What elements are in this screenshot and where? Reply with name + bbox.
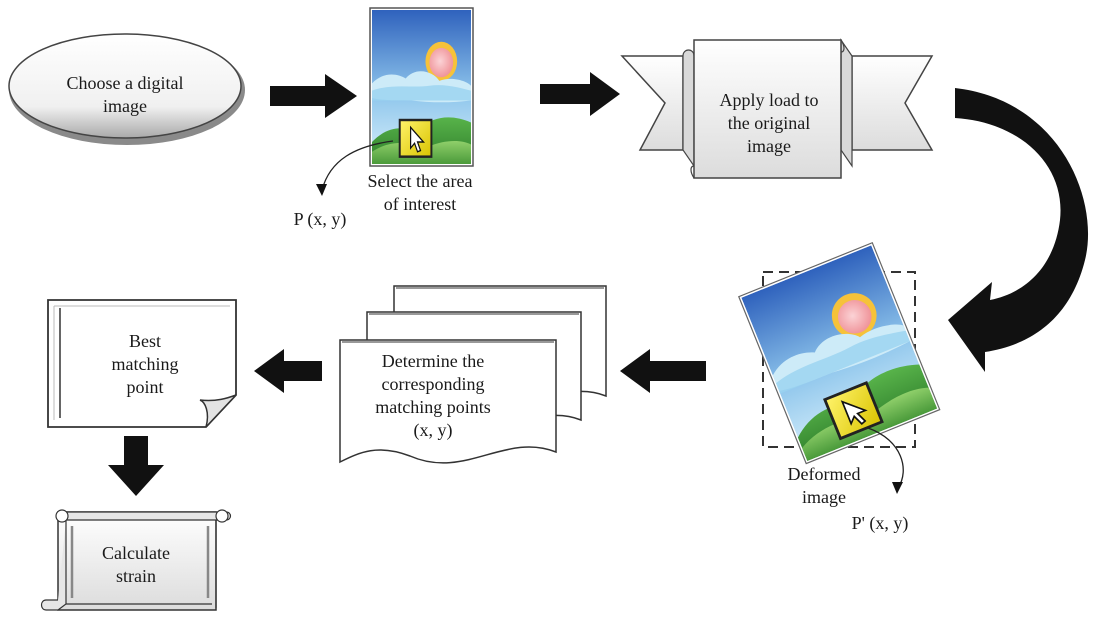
choose-image-line-1: Choose a digital	[66, 73, 184, 93]
matching-points-document-stack	[339, 285, 607, 464]
calculate-strain-line-1: Calculate	[102, 543, 170, 563]
best-match-line-3: point	[126, 377, 164, 397]
deformed-image-group	[737, 241, 941, 465]
apply-load-label: Apply load to the original image	[699, 89, 839, 158]
best-match-line-1: Best	[128, 331, 161, 351]
apply-load-line-2: the original	[727, 113, 811, 133]
select-area-line-1: Select the area	[367, 171, 473, 191]
curved-arrow-down	[948, 88, 1089, 372]
calculate-strain-label: Calculate strain	[86, 542, 186, 588]
apply-load-line-1: Apply load to	[719, 90, 819, 110]
arrow-left-1	[620, 349, 706, 393]
determine-points-line-2: corresponding	[381, 374, 485, 394]
best-match-line-2: matching	[111, 354, 179, 374]
calculate-strain-line-2: strain	[116, 566, 156, 586]
point-indicator-original	[316, 140, 394, 196]
select-area-line-2: of interest	[383, 194, 457, 214]
best-match-label: Best matching point	[95, 330, 195, 399]
apply-load-banner	[620, 38, 934, 179]
point-indicator-deformed	[867, 427, 904, 494]
determine-points-line-1: Determine the	[381, 351, 485, 371]
apply-load-line-3: image	[747, 136, 791, 156]
arrow-right-1	[270, 74, 357, 118]
deformed-image-line-1: Deformed	[787, 464, 861, 484]
point-label-deformed: P' (x, y)	[851, 513, 909, 533]
determine-points-line-3: matching points	[375, 397, 491, 417]
determine-points-label: Determine the corresponding matching poi…	[363, 350, 503, 442]
calculate-strain-scroll	[40, 509, 232, 611]
arrow-left-2	[254, 349, 322, 393]
arrow-down	[108, 436, 164, 496]
landscape-picture-icon	[369, 7, 474, 167]
choose-image-line-2: image	[103, 96, 147, 116]
determine-points-line-4: (x, y)	[413, 420, 453, 440]
select-area-label: Select the area of interest	[360, 170, 480, 216]
deformed-image-label: Deformed image	[779, 463, 869, 509]
choose-image-oval	[8, 33, 245, 145]
arrow-right-2	[540, 72, 620, 116]
point-label-original: P (x, y)	[293, 209, 347, 229]
best-matching-page	[47, 299, 237, 428]
deformed-image-line-2: image	[802, 487, 846, 507]
choose-image-label: Choose a digital image	[45, 72, 205, 118]
